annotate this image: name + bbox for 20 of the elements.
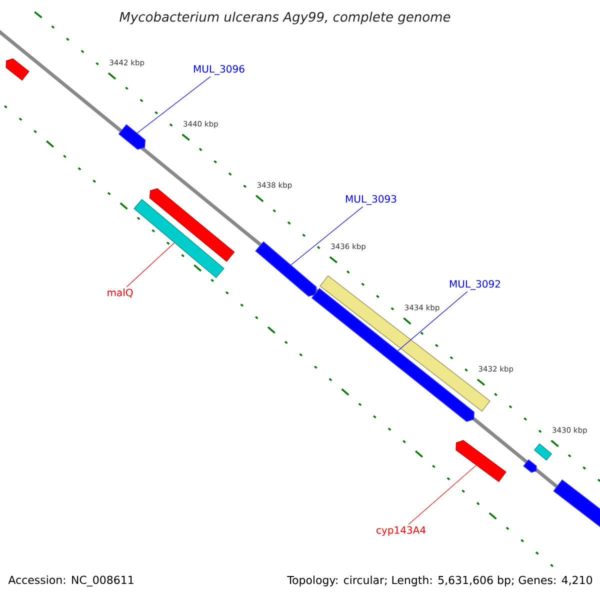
gene-bar — [149, 188, 235, 262]
gene-bar — [523, 459, 537, 473]
leader-line — [408, 465, 476, 525]
gene-label: MUL_3096 — [194, 65, 244, 75]
gene-label: malQ — [108, 288, 133, 298]
gene-label: MUL_3092 — [450, 280, 500, 290]
gene-bar — [134, 198, 224, 278]
footer-text: Topology: circular; Length: 5,631,606 bp; Genes: 4,210 — [287, 576, 592, 586]
title: Mycobacterium ulcerans Agy99, complete genome — [120, 12, 450, 24]
leader-line — [136, 76, 211, 134]
gene-label: MUL_3093 — [346, 195, 396, 205]
leader-line — [290, 206, 364, 266]
gene-bar — [6, 58, 30, 81]
gene-bar — [118, 124, 146, 150]
gene-bar — [311, 288, 474, 422]
leader-line — [126, 242, 175, 288]
footer-text: Accession: NC_008611 — [8, 576, 134, 586]
gene-bar — [255, 241, 317, 297]
gene-label: cyp143A4 — [376, 526, 426, 536]
leader-line — [398, 291, 468, 352]
